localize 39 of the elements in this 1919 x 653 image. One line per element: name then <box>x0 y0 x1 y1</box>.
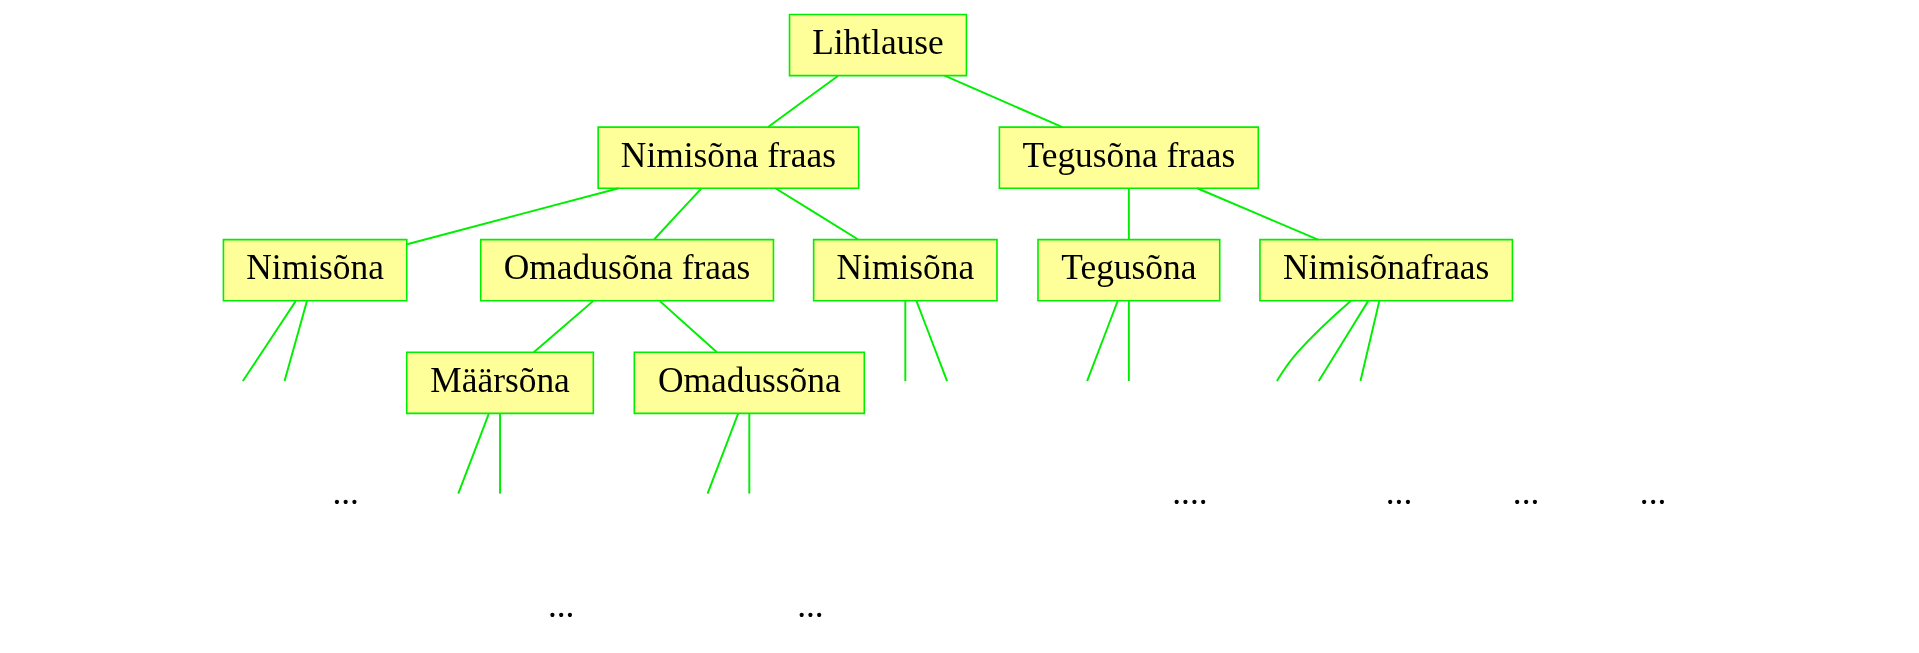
connector <box>706 412 739 495</box>
connector <box>405 187 620 246</box>
connector <box>652 187 702 241</box>
node-box: Lihtlause <box>788 13 967 77</box>
connector <box>1195 187 1319 241</box>
label: ... <box>1512 472 1539 513</box>
connector <box>1317 300 1369 382</box>
node-box: Tegusõna <box>1036 238 1221 302</box>
node-box: Nimisõna <box>812 238 998 302</box>
label: .... <box>1171 472 1208 513</box>
label: ... <box>1385 472 1412 513</box>
connector <box>747 412 750 495</box>
connector <box>903 300 906 382</box>
connector <box>1085 300 1119 382</box>
connector <box>1275 299 1352 382</box>
connector <box>241 300 297 382</box>
connector <box>498 412 501 495</box>
label: ... <box>1639 472 1666 513</box>
connector <box>943 74 1063 129</box>
node-box: Nimisõnafraas <box>1258 238 1513 302</box>
node-box: Omadussõna <box>633 351 865 415</box>
connector <box>915 300 948 382</box>
connector <box>658 300 718 354</box>
connector <box>766 75 839 128</box>
label: ... <box>796 584 824 625</box>
node-box: Omadusõna fraas <box>479 238 774 302</box>
connector <box>532 300 594 354</box>
node-box: Nimisõna fraas <box>596 126 859 189</box>
connector <box>456 412 490 495</box>
connector <box>1127 187 1130 241</box>
label: ... <box>547 584 574 625</box>
node-box: Määrsõna <box>405 351 594 415</box>
node-box: Nimisõna <box>222 238 408 302</box>
connector <box>1127 300 1130 382</box>
connector <box>773 187 859 241</box>
node-box: Tegusõna fraas <box>998 126 1259 189</box>
connector <box>283 300 308 382</box>
label: ... <box>331 472 359 513</box>
connector <box>1359 300 1380 382</box>
